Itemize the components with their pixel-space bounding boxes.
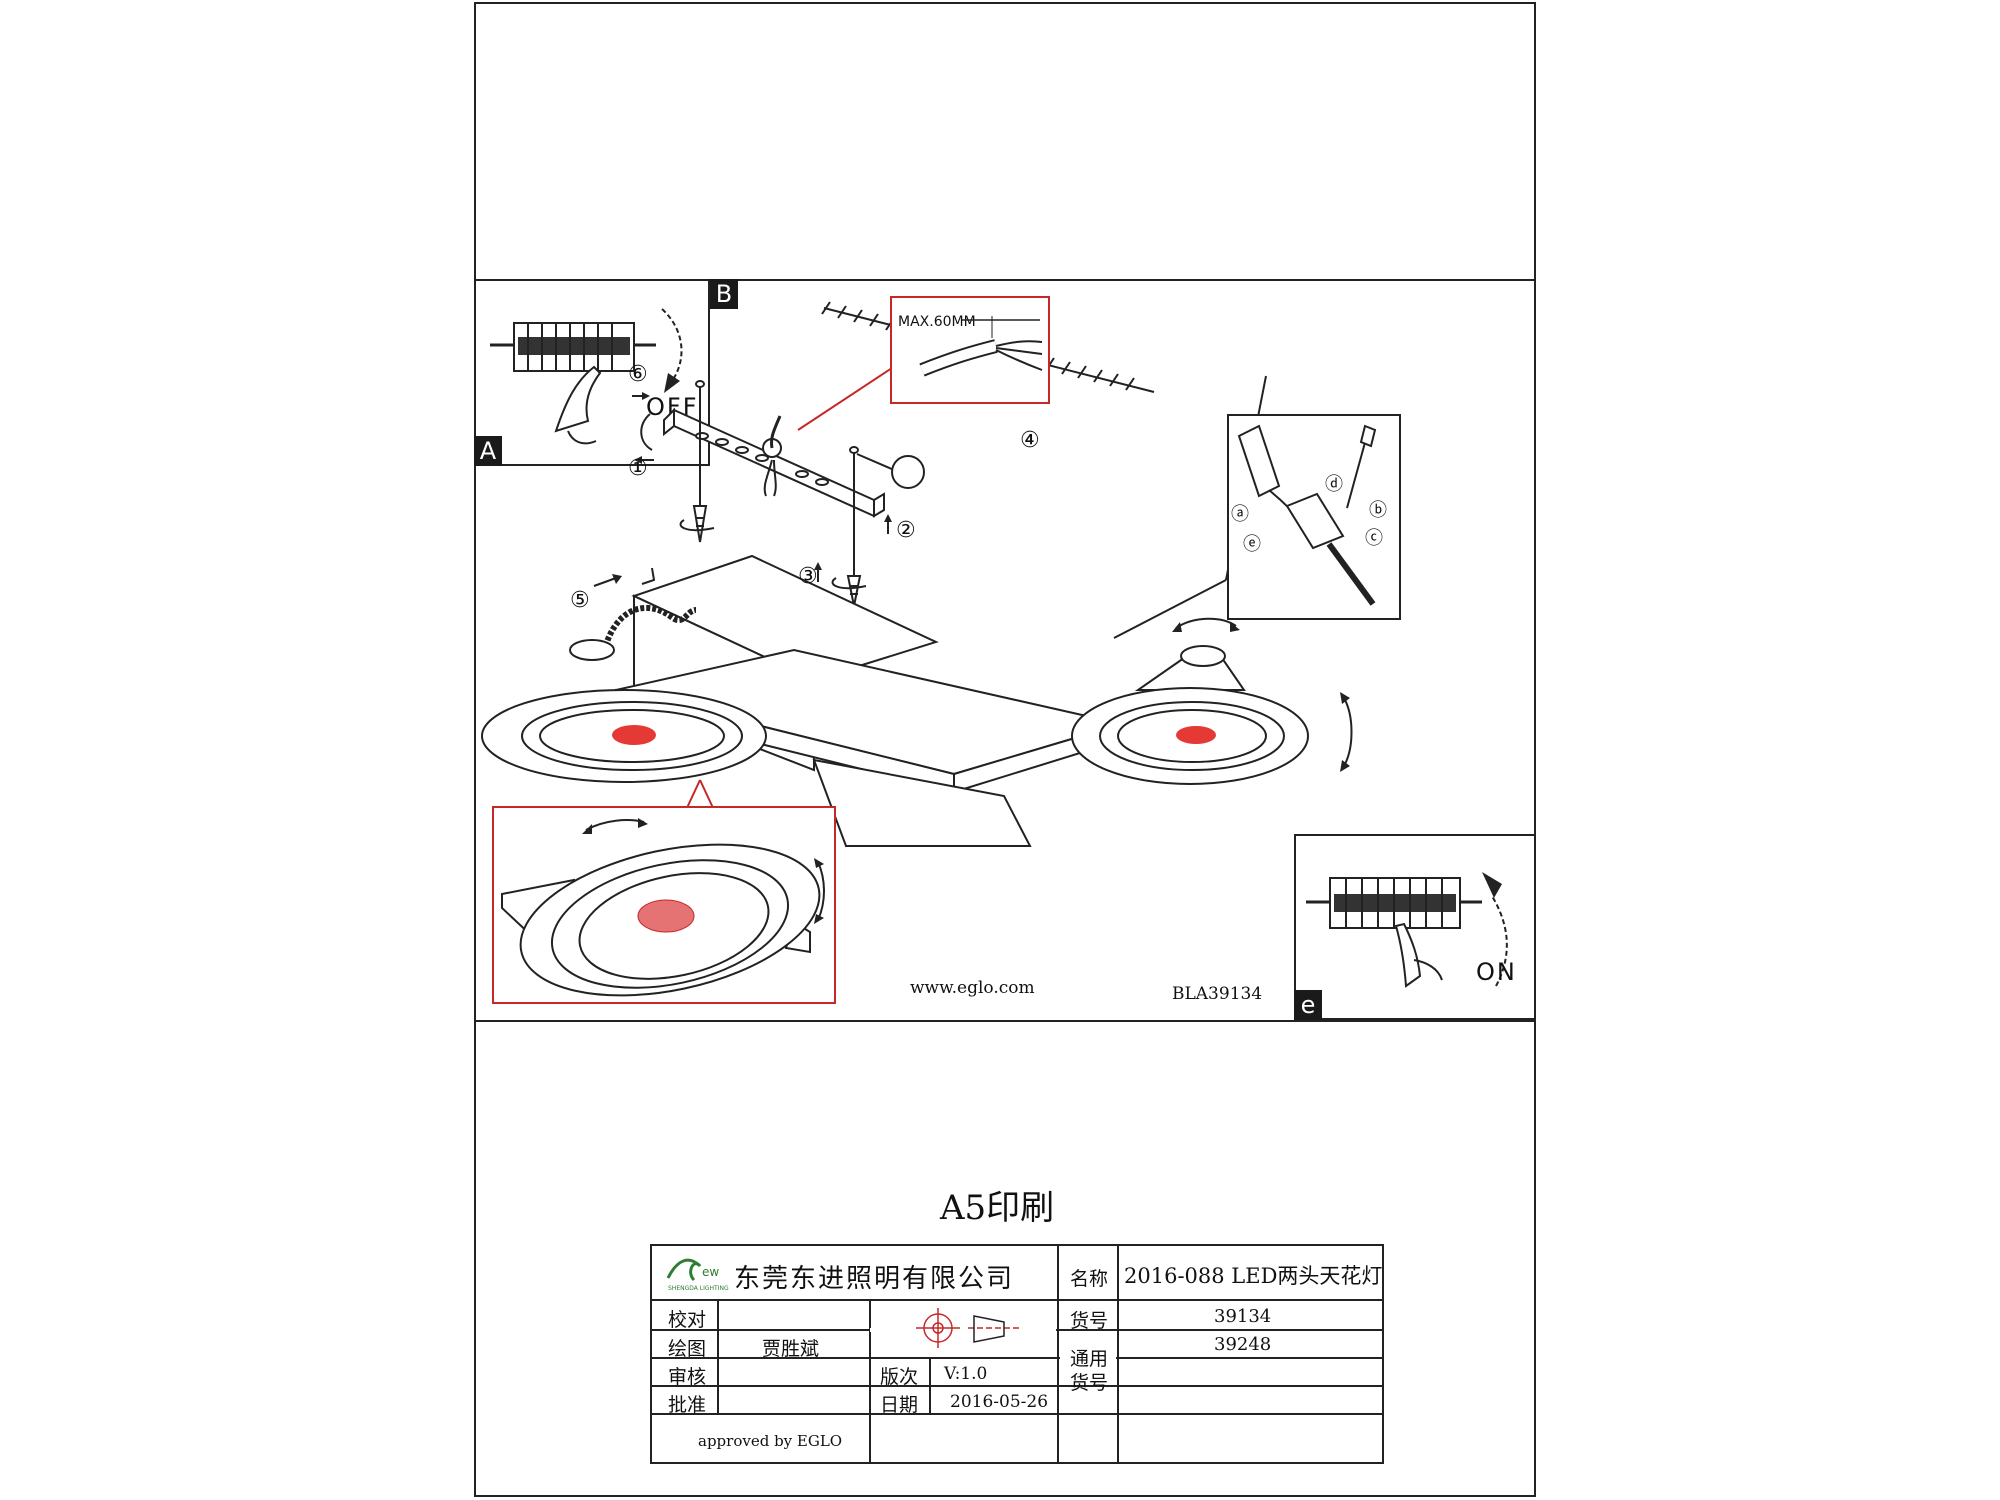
version-label: 版次 bbox=[880, 1366, 919, 1388]
detail-letter-d: ⓓ bbox=[1325, 474, 1343, 495]
panel-tag-a: A bbox=[474, 436, 502, 466]
switch-off-panel: OFF bbox=[474, 279, 710, 466]
max-strip-length: MAX.60MM bbox=[898, 314, 976, 330]
drawing-value: 贾胜斌 bbox=[762, 1338, 820, 1360]
switch-on-panel: ON bbox=[1294, 834, 1536, 1020]
item-value: 39134 bbox=[1214, 1306, 1272, 1327]
detail-letter-b: ⓑ bbox=[1369, 500, 1387, 521]
date-label: 日期 bbox=[880, 1394, 919, 1416]
name-value: 2016-088 LED两头天花灯 bbox=[1124, 1264, 1383, 1288]
right-lamp-head bbox=[1071, 645, 1309, 785]
lamp-tilt-detail bbox=[492, 806, 836, 1004]
terminal-wiring-illustration bbox=[1237, 424, 1377, 606]
breaker-on-illustration bbox=[1306, 872, 1508, 988]
version-value: V:1.0 bbox=[944, 1364, 988, 1384]
page-frame bbox=[474, 2, 1536, 1497]
common-item-value: 39248 bbox=[1214, 1334, 1272, 1355]
detail-letter-a: ⓐ bbox=[1231, 504, 1249, 525]
step-3: ③ bbox=[798, 564, 818, 589]
step-6: ⑥ bbox=[628, 362, 648, 387]
print-size-note: A5印刷 bbox=[940, 1188, 1055, 1228]
on-label: ON bbox=[1476, 958, 1517, 986]
svg-text:ew: ew bbox=[702, 1265, 719, 1279]
wire-strip-illustration bbox=[919, 316, 1043, 377]
diagram-top-border bbox=[474, 279, 1536, 281]
right-led-lens bbox=[1176, 726, 1216, 744]
screws bbox=[679, 380, 867, 607]
left-led-lens bbox=[612, 725, 656, 745]
panel-tag-b: B bbox=[710, 279, 738, 309]
website-url: www.eglo.com bbox=[910, 978, 1035, 998]
step-4: ④ bbox=[1020, 428, 1040, 453]
detail-letter-e: ⓔ bbox=[1243, 534, 1261, 555]
panel-tag-e: e bbox=[1294, 990, 1322, 1020]
common-item-label-line2: 货号 bbox=[1070, 1372, 1109, 1394]
lamp-tilt-illustration bbox=[501, 818, 825, 997]
approve-label: 批准 bbox=[668, 1394, 707, 1416]
logo-wordmark: SHENGDA LIGHTING bbox=[668, 1285, 729, 1292]
wire-strip-callout: MAX.60MM bbox=[890, 296, 1050, 404]
name-label: 名称 bbox=[1070, 1268, 1109, 1290]
drawing-label: 绘图 bbox=[668, 1338, 707, 1360]
common-item-label-line1: 通用 bbox=[1070, 1348, 1109, 1370]
diagram-bottom-border bbox=[474, 1020, 1536, 1022]
detail-letter-c: ⓒ bbox=[1365, 528, 1383, 549]
title-block: ew SHENGDA LIGHTING 东莞东进照明有限公司 名称 2016-0… bbox=[650, 1244, 1384, 1464]
step-1: ① bbox=[628, 456, 648, 481]
approved-by: approved by EGLO bbox=[698, 1432, 843, 1450]
breaker-off-illustration bbox=[490, 308, 683, 445]
mounting-diagram bbox=[481, 301, 1353, 847]
item-label: 货号 bbox=[1070, 1310, 1109, 1332]
step-5: ⑤ bbox=[570, 588, 590, 613]
terminal-detail-panel: ⓐ ⓑ ⓒ ⓓ ⓔ bbox=[1227, 414, 1401, 620]
projection-symbol bbox=[916, 1308, 1022, 1348]
date-value: 2016-05-26 bbox=[950, 1392, 1049, 1412]
company-logo: ew SHENGDA LIGHTING bbox=[666, 1258, 729, 1292]
proofread-label: 校对 bbox=[668, 1309, 707, 1331]
step-2: ② bbox=[896, 518, 916, 543]
title-block-grid bbox=[650, 1244, 1384, 1464]
document-code: BLA39134 bbox=[1172, 984, 1263, 1004]
company-name: 东莞东进照明有限公司 bbox=[734, 1264, 1015, 1294]
review-label: 审核 bbox=[668, 1366, 707, 1388]
